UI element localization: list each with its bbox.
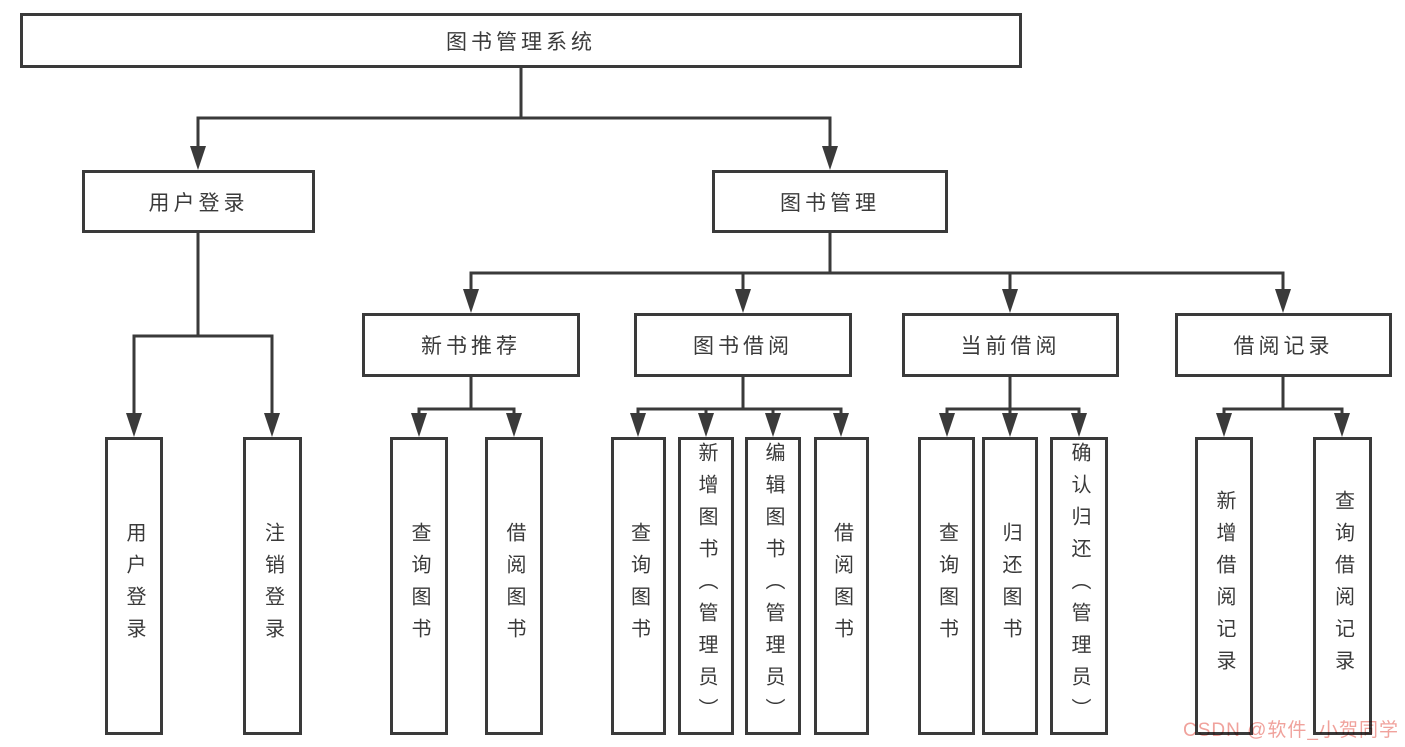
leaf-label: 查询借阅记录 (1331, 490, 1354, 682)
leaf-borrow-borrow: 借阅图书 (814, 437, 869, 735)
leaf-borrow-query: 查询图书 (611, 437, 666, 735)
leaf-current-query: 查询图书 (918, 437, 975, 735)
node-book-management-branch: 图书管理 (712, 170, 948, 233)
leaf-user-login: 用户登录 (105, 437, 163, 735)
connector-mgmt-to-level2 (463, 231, 1291, 313)
leaf-label: 新增借阅记录 (1213, 490, 1235, 682)
leaf-label: 借阅图书 (830, 522, 853, 650)
leaf-borrow-edit-admin: 编辑图书（管理员） (745, 437, 801, 735)
leaf-records-add: 新增借阅记录 (1195, 437, 1253, 735)
node-current-borrowing: 当前借阅 (902, 313, 1119, 377)
connector-login-to-leaves (126, 231, 280, 437)
leaf-label: 查询图书 (935, 522, 958, 650)
connector-borrow-to-leaves (630, 375, 849, 437)
connector-newbooks-to-leaves (411, 375, 522, 437)
leaf-label: 注销登录 (261, 522, 284, 650)
leaf-borrow-add-admin: 新增图书（管理员） (678, 437, 734, 735)
leaf-current-confirm-return-admin: 确认归还（管理员） (1050, 437, 1108, 735)
leaf-label: 查询图书 (408, 522, 430, 650)
leaf-label: 用户登录 (123, 522, 145, 650)
leaf-label: 借阅图书 (503, 522, 525, 650)
connector-records-to-leaves (1216, 375, 1350, 437)
leaf-records-query: 查询借阅记录 (1313, 437, 1372, 735)
leaf-newbooks-borrow: 借阅图书 (485, 437, 543, 735)
connector-root-to-level1 (190, 66, 838, 170)
leaf-label: 新增图书（管理员） (695, 442, 717, 730)
connector-current-to-leaves (939, 375, 1087, 437)
leaf-label: 归还图书 (999, 522, 1021, 650)
leaf-logout: 注销登录 (243, 437, 302, 735)
node-borrowing-records: 借阅记录 (1175, 313, 1392, 377)
node-root-system: 图书管理系统 (20, 13, 1022, 68)
node-new-book-recommend: 新书推荐 (362, 313, 580, 377)
node-user-login-branch: 用户登录 (82, 170, 315, 233)
leaf-label: 编辑图书（管理员） (762, 442, 784, 730)
node-book-borrowing: 图书借阅 (634, 313, 852, 377)
leaf-newbooks-query: 查询图书 (390, 437, 448, 735)
leaf-current-return: 归还图书 (982, 437, 1038, 735)
leaf-label: 查询图书 (627, 522, 650, 650)
leaf-label: 确认归还（管理员） (1068, 442, 1090, 730)
watermark: CSDN @软件_小贺同学 (1183, 720, 1399, 741)
